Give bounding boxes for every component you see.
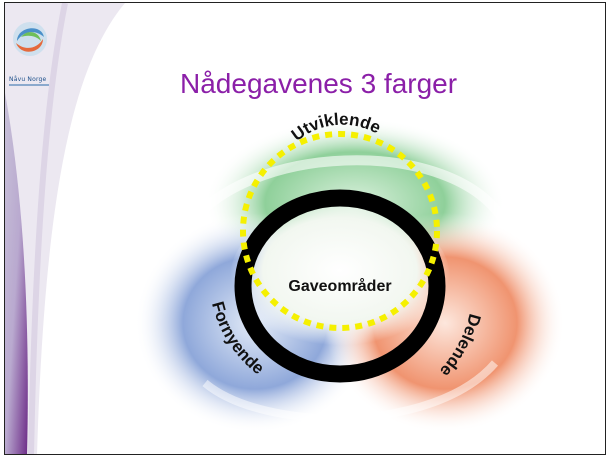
slide-title: Nådegavenes 3 farger bbox=[180, 68, 458, 99]
left-decorative-band bbox=[5, 3, 125, 454]
swirl-stroke bbox=[180, 155, 510, 236]
yellow-dotted-ring bbox=[240, 131, 440, 331]
black-ring bbox=[234, 189, 446, 383]
presentation-slide: Nåvu Norge Nådegavenes 3 farger bbox=[4, 2, 606, 455]
center-label: Gaveområder bbox=[288, 277, 391, 295]
swirl-stroke bbox=[202, 360, 499, 423]
swirl-logo-icon bbox=[13, 22, 47, 56]
gift-colors-diagram: Utviklende Gaveområder Fornyende Delende bbox=[135, 110, 565, 433]
center-glow bbox=[230, 203, 450, 353]
logo-text: Nåvu Norge bbox=[9, 76, 47, 83]
logo-underline bbox=[9, 84, 49, 86]
